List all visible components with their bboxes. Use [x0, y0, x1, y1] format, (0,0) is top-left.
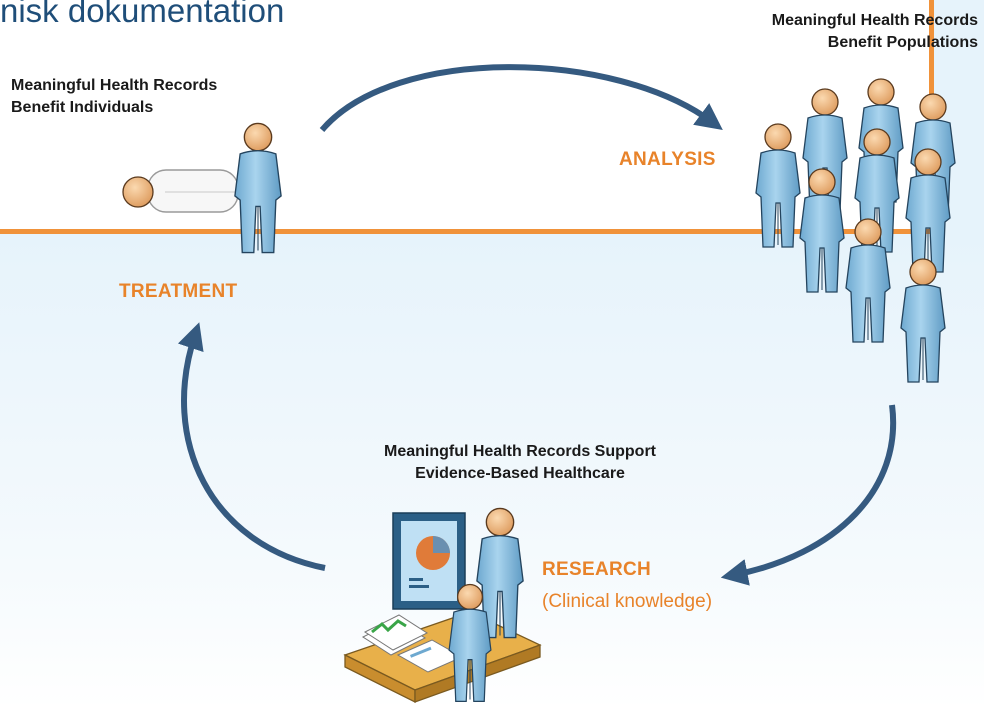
- horizontal-divider: [0, 229, 931, 234]
- caption-individuals: Meaningful Health Records Benefit Indivi…: [11, 77, 218, 116]
- stage-research-sublabel: (Clinical knowledge): [542, 591, 713, 612]
- arrow-treatment-to-analysis: [319, 64, 723, 132]
- arrow-research-to-treatment: [177, 322, 326, 571]
- arrow-analysis-to-research: [720, 404, 897, 586]
- page-title: nisk dokumentation: [0, 0, 285, 29]
- doctor-figure: [234, 122, 282, 254]
- stage-treatment-label: TREATMENT: [119, 281, 238, 302]
- caption-evidence: Meaningful Health Records Support Eviden…: [383, 443, 656, 482]
- stage-research-label: RESEARCH: [542, 559, 652, 580]
- stage-analysis-label: ANALYSIS: [619, 149, 716, 170]
- population-crowd: [755, 78, 956, 383]
- patient-lying-figure: [122, 169, 239, 213]
- caption-populations: Meaningful Health Records Benefit Popula…: [771, 12, 978, 51]
